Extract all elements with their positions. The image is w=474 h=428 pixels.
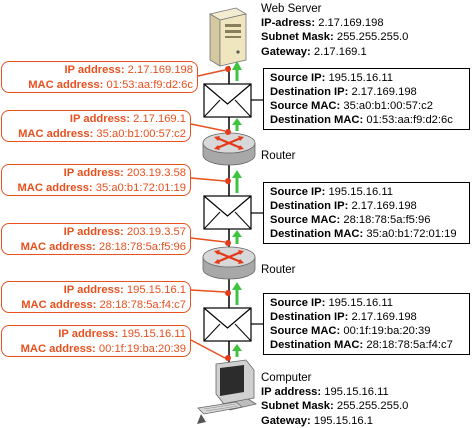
- interface-mac-label: MAC address:: [20, 241, 96, 253]
- packet-destination-ip-label: Destination IP:: [270, 86, 349, 98]
- packet-source-ip-value: 195.15.16.11: [328, 186, 393, 198]
- router-icon: [202, 132, 256, 166]
- web-server-gateway-label: Gateway:: [261, 45, 311, 58]
- interface-box: IP address: 195.15.16.11 MAC address: 00…: [1, 325, 191, 357]
- packet-destination-mac-label: Destination MAC:: [270, 228, 364, 240]
- interface-box: IP address: 195.15.16.1 MAC address: 28:…: [1, 281, 191, 313]
- web-server-title: Web Server: [261, 3, 322, 15]
- interface-mac-value: 01:53:aa:f9:d2:6c: [106, 79, 193, 91]
- interface-box: IP address: 203.19.3.58 MAC address: 35:…: [1, 164, 191, 196]
- router-icon: [202, 246, 256, 280]
- packet-destination-mac-label: Destination MAC:: [270, 114, 364, 126]
- packet-source-ip-label: Source IP:: [270, 72, 326, 84]
- computer-icon: [197, 359, 258, 424]
- interface-box: IP address: 203.19.3.57 MAC address: 28:…: [1, 223, 191, 255]
- web-server-icon: [208, 7, 248, 67]
- packet-header-box: Source IP: 195.15.16.11 Destination IP: …: [263, 182, 470, 244]
- interface-mac-value: 28:18:78:5a:f4:c7: [99, 299, 186, 311]
- packet-destination-ip-value: 2.17.169.198: [351, 200, 417, 212]
- packet-connectors: [250, 99, 263, 325]
- interface-mac-value: 00:1f:19:ba:20:39: [98, 343, 186, 355]
- web-server-gateway-value: 2.17.169.1: [313, 45, 367, 58]
- packet-source-mac-value: 28:18:78:5a:f5:96: [343, 214, 431, 226]
- interface-ip-label: IP address:: [63, 167, 124, 179]
- interface-ip-value: 195.15.16.1: [126, 284, 186, 296]
- web-server-ip-value: 2.17.169.198: [318, 17, 384, 29]
- packet-destination-mac-label: Destination MAC:: [270, 339, 364, 351]
- computer-mask-value: 255.255.255.0: [336, 400, 409, 413]
- web-server-mask-label: Subnet Mask:: [261, 31, 334, 44]
- computer-mask-label: Subnet Mask:: [261, 400, 334, 413]
- envelope-icon: [203, 307, 252, 342]
- computer-gateway-value: 195.15.16.1: [313, 414, 373, 427]
- interface-ip-value: 2.17.169.1: [133, 113, 186, 125]
- envelope-icon: [203, 83, 252, 118]
- interface-mac-label: MAC address:: [21, 299, 97, 311]
- interface-mac-label: MAC address:: [28, 79, 104, 91]
- computer-ip-label: IP address:: [261, 386, 322, 398]
- computer-ip-value: 195.15.16.11: [324, 386, 389, 398]
- packet-source-ip-label: Source IP:: [270, 297, 326, 309]
- interface-ip-label: IP address:: [64, 64, 125, 76]
- packet-destination-ip-value: 2.17.169.198: [351, 311, 417, 323]
- packet-source-ip-label: Source IP:: [270, 186, 326, 198]
- packet-source-mac-value: 00:1f:19:ba:20:39: [343, 325, 431, 337]
- flow-arrows: [232, 61, 242, 357]
- interface-mac-label: MAC address:: [18, 128, 94, 140]
- interface-ip-value: 203.19.3.58: [126, 167, 186, 179]
- interface-mac-label: MAC address:: [20, 343, 96, 355]
- packet-destination-ip-label: Destination IP:: [270, 311, 349, 323]
- interface-box: IP address: 2.17.169.1 MAC address: 35:a…: [1, 110, 191, 142]
- packet-source-mac-label: Source MAC:: [270, 325, 341, 337]
- computer-info: IP address: 195.15.16.11 Subnet Mask: 25…: [261, 385, 408, 428]
- packet-destination-ip-value: 2.17.169.198: [351, 86, 417, 98]
- interface-port-dots: [225, 66, 231, 361]
- interface-ip-label: IP address:: [58, 328, 119, 340]
- interface-connectors: [190, 69, 226, 359]
- computer-gateway-label: Gateway:: [261, 414, 311, 427]
- interface-mac-value: 35:a0:b1:72:01:19: [95, 182, 186, 194]
- interface-mac-value: 35:a0:b1:00:57:c2: [96, 128, 186, 140]
- router-label: Router: [261, 150, 296, 162]
- interface-ip-label: IP address:: [63, 226, 124, 238]
- interface-box: IP address: 2.17.169.198 MAC address: 01…: [1, 61, 198, 93]
- envelope-icon: [203, 195, 252, 230]
- packet-source-mac-label: Source MAC:: [270, 214, 341, 226]
- packet-source-ip-value: 195.15.16.11: [328, 72, 393, 84]
- interface-ip-value: 195.15.16.11: [121, 328, 187, 340]
- computer-title: Computer: [261, 372, 312, 384]
- packet-header-box: Source IP: 195.15.16.11 Destination IP: …: [263, 68, 470, 130]
- web-server-ip-label: IP-adress:: [261, 17, 316, 29]
- interface-ip-label: IP address:: [69, 113, 130, 125]
- packet-source-mac-label: Source MAC:: [270, 100, 341, 112]
- packet-destination-mac-value: 35:a0:b1:72:01:19: [366, 228, 457, 240]
- packet-source-ip-value: 195.15.16.11: [328, 297, 393, 309]
- router-label: Router: [261, 264, 296, 276]
- interface-ip-value: 203.19.3.57: [126, 226, 186, 238]
- packet-destination-mac-value: 01:53:aa:f9:d2:6c: [366, 114, 453, 126]
- packet-destination-mac-value: 28:18:78:5a:f4:c7: [366, 339, 453, 351]
- interface-mac-label: MAC address:: [17, 182, 93, 194]
- packet-header-box: Source IP: 195.15.16.11 Destination IP: …: [263, 293, 470, 355]
- interface-ip-value: 2.17.169.198: [127, 64, 193, 76]
- web-server-mask-value: 255.255.255.0: [336, 31, 409, 44]
- interface-ip-label: IP address:: [63, 284, 124, 296]
- web-server-info: IP-adress: 2.17.169.198 Subnet Mask: 255…: [261, 16, 408, 59]
- packet-source-mac-value: 35:a0:b1:00:57:c2: [343, 100, 433, 112]
- interface-mac-value: 28:18:78:5a:f5:96: [98, 241, 186, 253]
- packet-destination-ip-label: Destination IP:: [270, 200, 349, 212]
